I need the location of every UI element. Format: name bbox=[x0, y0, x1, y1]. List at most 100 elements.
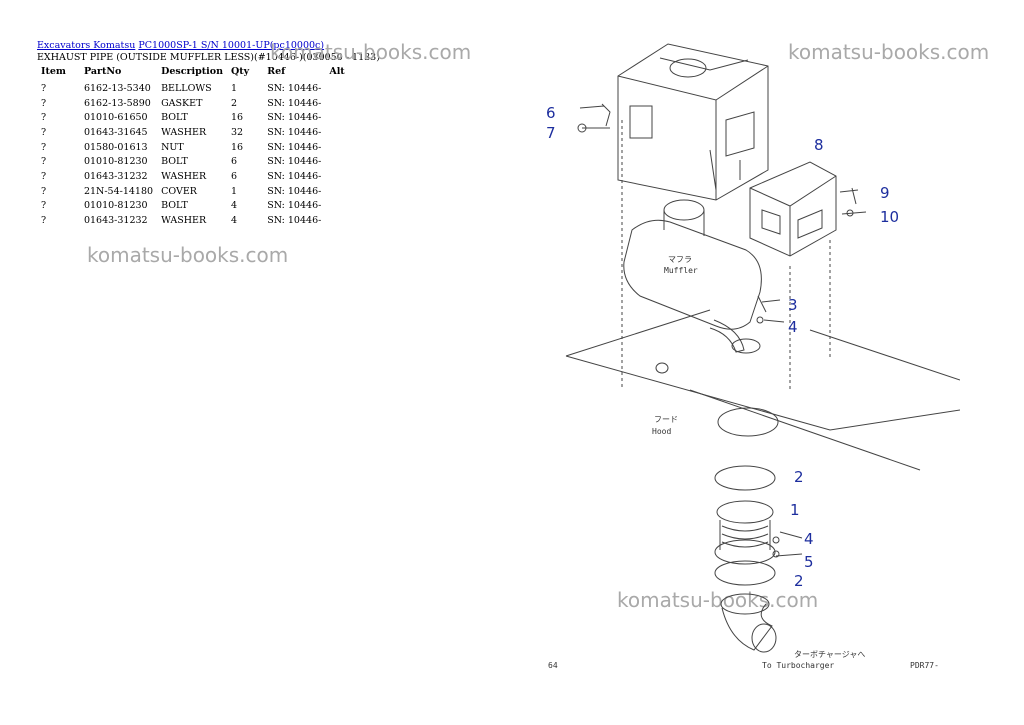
callout-9: 9 bbox=[880, 184, 890, 202]
cell-partno: 01643-31232 bbox=[83, 215, 148, 227]
cell-ref: SN: 10446- bbox=[267, 170, 322, 182]
callout-3: 3 bbox=[788, 296, 798, 314]
table-header-row: Item PartNo Description Qty Ref Alt bbox=[37, 65, 349, 81]
cell-item: ? bbox=[41, 200, 47, 212]
cell-partno: 01580-01613 bbox=[83, 141, 148, 153]
cell-alt bbox=[325, 81, 348, 96]
cell-qty: 6 bbox=[231, 170, 238, 182]
cell-alt bbox=[325, 140, 348, 155]
col-ref: Ref bbox=[267, 66, 286, 77]
cell-item: ? bbox=[41, 215, 47, 227]
callout-2-lower: 2 bbox=[794, 572, 804, 590]
col-partno: PartNo bbox=[83, 66, 122, 77]
cell-ref: SN: 10446- bbox=[267, 200, 322, 212]
cell-ref: SN: 10446- bbox=[267, 215, 322, 227]
cell-item: ? bbox=[41, 126, 47, 138]
cell-description: WASHER bbox=[161, 170, 207, 182]
watermark: komatsu-books.com bbox=[87, 243, 289, 267]
watermark: komatsu-books.com bbox=[270, 40, 472, 64]
cell-qty: 1 bbox=[231, 185, 238, 197]
cell-description: GASKET bbox=[161, 97, 203, 109]
cell-alt bbox=[325, 169, 348, 184]
cell-partno: 6162-13-5890 bbox=[83, 97, 151, 109]
cell-partno: 21N-54-14180 bbox=[83, 185, 154, 197]
cell-alt bbox=[325, 125, 348, 140]
table-row: ? 01010-81230 BOLT 6 SN: 10446- bbox=[37, 154, 349, 169]
col-item: Item bbox=[41, 66, 66, 77]
watermark: komatsu-books.com bbox=[788, 40, 990, 64]
cell-description: NUT bbox=[161, 141, 184, 153]
cell-description: BELLOWS bbox=[161, 82, 212, 94]
table-row: ? 01643-31645 WASHER 32 SN: 10446- bbox=[37, 125, 349, 140]
drawing-code: PDR77- bbox=[910, 661, 939, 670]
cell-partno: 01643-31645 bbox=[83, 126, 148, 138]
cell-item: ? bbox=[41, 97, 47, 109]
cell-ref: SN: 10446- bbox=[267, 156, 322, 168]
muffler-label-jp: マフラ bbox=[668, 255, 692, 264]
cell-ref: SN: 10446- bbox=[267, 112, 322, 124]
callout-5: 5 bbox=[804, 553, 814, 571]
small-cover bbox=[749, 161, 837, 257]
parts-table: Item PartNo Description Qty Ref Alt ?616… bbox=[37, 65, 349, 228]
cell-qty: 4 bbox=[231, 215, 238, 227]
cell-description: BOLT bbox=[161, 112, 188, 124]
cell-item: ? bbox=[41, 82, 47, 94]
cell-qty: 1 bbox=[231, 82, 238, 94]
turbo-label-jp: ターボチャージャへ bbox=[794, 650, 865, 659]
exploded-parts-diagram: 6 7 8 9 10 3 4 2 1 4 5 2 マフラ Muffler フード… bbox=[546, 43, 960, 670]
col-qty: Qty bbox=[231, 66, 250, 77]
cell-alt bbox=[325, 184, 348, 199]
callout-2-upper: 2 bbox=[794, 468, 804, 486]
cell-ref: SN: 10446- bbox=[267, 97, 322, 109]
page-number: 64 bbox=[548, 661, 558, 670]
cell-description: BOLT bbox=[161, 156, 188, 168]
watermark: komatsu-books.com bbox=[617, 588, 819, 612]
callout-8: 8 bbox=[814, 136, 824, 154]
cell-partno: 6162-13-5340 bbox=[83, 82, 151, 94]
cell-partno: 01643-31232 bbox=[83, 170, 148, 182]
callout-10: 10 bbox=[880, 208, 899, 226]
cell-alt bbox=[325, 199, 348, 214]
cell-qty: 16 bbox=[231, 141, 244, 153]
cell-alt bbox=[325, 96, 348, 111]
cell-qty: 4 bbox=[231, 200, 238, 212]
cell-qty: 6 bbox=[231, 156, 238, 168]
muffler bbox=[623, 219, 762, 330]
callout-1: 1 bbox=[790, 501, 800, 519]
cell-alt bbox=[325, 154, 348, 169]
hood-label-jp: フード bbox=[654, 415, 678, 424]
cell-description: COVER bbox=[161, 185, 197, 197]
cell-item: ? bbox=[41, 141, 47, 153]
cell-alt bbox=[325, 213, 348, 228]
table-row: ? 01580-01613 NUT 16 SN: 10446- bbox=[37, 140, 349, 155]
col-alt: Alt bbox=[329, 66, 345, 77]
page-subtitle: EXHAUST PIPE (OUTSIDE MUFFLER LESS)(#104… bbox=[37, 52, 380, 63]
cell-item: ? bbox=[41, 156, 47, 168]
cell-item: ? bbox=[41, 170, 47, 182]
breadcrumb: Excavators Komatsu PC1000SP-1 S/N 10001-… bbox=[37, 40, 324, 51]
cell-description: WASHER bbox=[161, 126, 207, 138]
table-row: ? 6162-13-5890 GASKET 2 SN: 10446- bbox=[37, 96, 349, 111]
cell-alt bbox=[325, 110, 348, 125]
cell-partno: 01010-61650 bbox=[83, 112, 148, 124]
cell-ref: SN: 10446- bbox=[267, 185, 322, 197]
cell-qty: 2 bbox=[231, 97, 238, 109]
cell-ref: SN: 10446- bbox=[267, 126, 322, 138]
callout-6: 6 bbox=[546, 104, 556, 122]
callout-4-lower: 4 bbox=[804, 530, 814, 548]
table-row: ? 01643-31232 WASHER 6 SN: 10446- bbox=[37, 169, 349, 184]
turbo-label-en: To Turbocharger bbox=[762, 661, 834, 670]
cell-qty: 32 bbox=[231, 126, 244, 138]
callout-7: 7 bbox=[546, 124, 556, 142]
cell-partno: 01010-81230 bbox=[83, 156, 148, 168]
muffler-label-en: Muffler bbox=[664, 266, 698, 275]
cell-ref: SN: 10446- bbox=[267, 141, 322, 153]
breadcrumb-link-model[interactable]: PC1000SP-1 S/N 10001-UP(pc10000c) bbox=[138, 40, 325, 51]
cell-partno: 01010-81230 bbox=[83, 200, 148, 212]
breadcrumb-link-excavators[interactable]: Excavators Komatsu bbox=[37, 40, 136, 51]
